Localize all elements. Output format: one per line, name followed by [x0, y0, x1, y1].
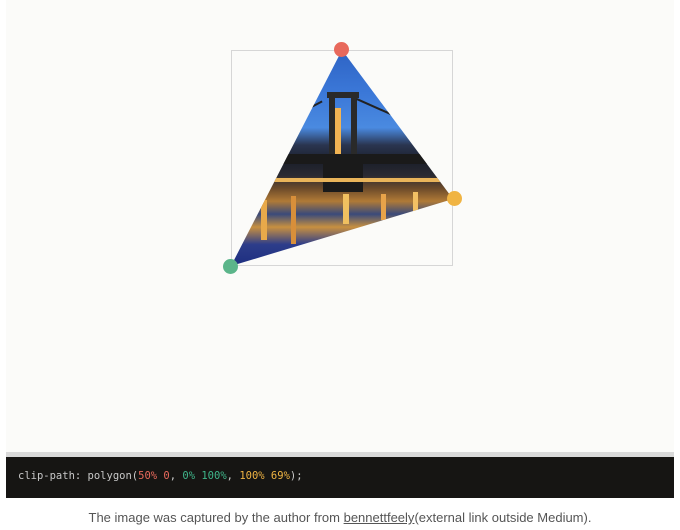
water-reflection: [291, 196, 296, 244]
code-separator: ,: [169, 470, 183, 482]
tower-light: [335, 108, 341, 154]
water-reflection: [413, 192, 418, 212]
code-property: clip-path:: [18, 470, 82, 482]
code-point-2: 0% 100%: [182, 470, 227, 482]
water-reflection: [381, 194, 386, 220]
caption-suffix: (external link outside Medium).: [414, 510, 592, 525]
water-reflection: [343, 194, 349, 224]
demo-screenshot: clip-path: polygon(50% 0, 0% 100%, 100% …: [6, 0, 674, 498]
clip-path-stage: [6, 0, 674, 452]
bridge-tower-right: [351, 96, 357, 158]
bridge-pier: [323, 162, 363, 192]
code-separator: ,: [226, 470, 240, 482]
code-point-1: 50% 0: [138, 470, 170, 482]
tower-top: [327, 92, 359, 98]
city-lights: [271, 178, 451, 182]
clip-path-code: clip-path: polygon(50% 0, 0% 100%, 100% …: [18, 470, 303, 482]
water-reflection: [261, 200, 267, 240]
polygon-handle-top[interactable]: [334, 42, 349, 57]
css-code-bar: clip-path: polygon(50% 0, 0% 100%, 100% …: [6, 452, 674, 498]
caption-link[interactable]: bennettfeely: [343, 510, 415, 525]
bridge-tower-left: [329, 96, 335, 158]
caption-prefix: The image was captured by the author fro…: [88, 510, 344, 525]
image-caption: The image was captured by the author fro…: [0, 510, 680, 525]
polygon-handle-right[interactable]: [447, 191, 462, 206]
code-function: polygon(: [81, 470, 139, 482]
polygon-handle-bottom-left[interactable]: [223, 259, 238, 274]
code-point-3: 100% 69%: [239, 470, 290, 482]
code-function-close: );: [289, 470, 303, 482]
bridge-deck: [231, 154, 453, 164]
